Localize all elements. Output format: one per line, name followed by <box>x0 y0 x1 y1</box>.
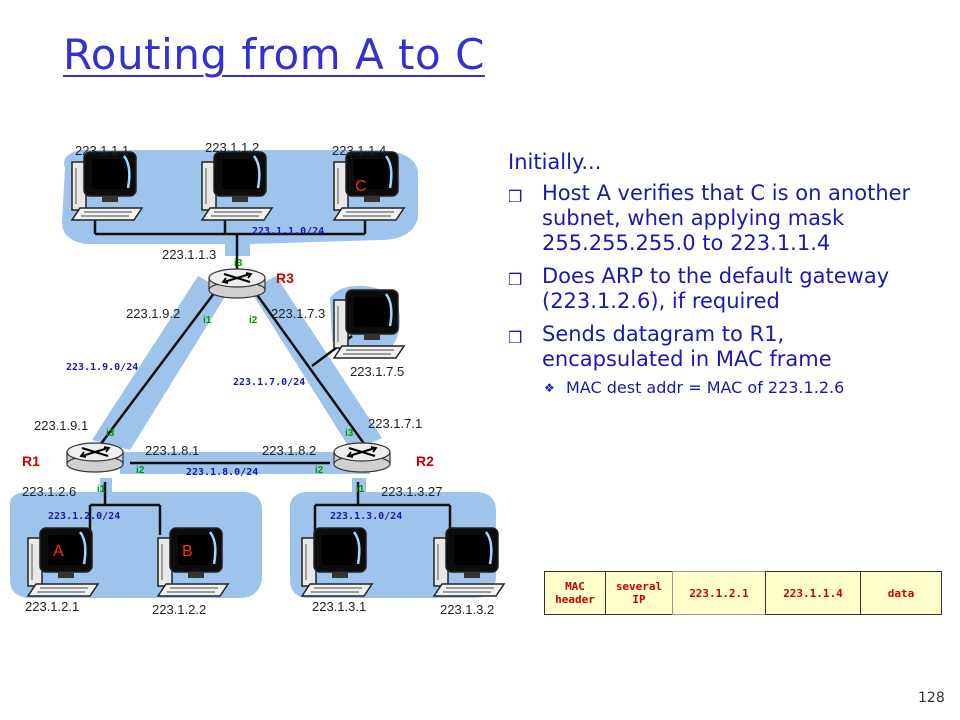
host-label: 223.1.1.4 <box>332 143 386 158</box>
bullet-item: ❒ Host A verifies that C is on another s… <box>508 181 928 256</box>
host-letter-b: B <box>182 543 193 560</box>
host-223-1-3-2-icon[interactable] <box>432 526 506 598</box>
bullet-marker-icon: ❒ <box>508 270 523 289</box>
interface-label: i3 <box>106 428 115 439</box>
bullet-item: ❒ Sends datagram to R1, encapsulated in … <box>508 322 928 372</box>
router-address: 223.1.7.3 <box>271 306 325 321</box>
host-c-icon[interactable] <box>332 150 406 222</box>
sub-bullet-text: MAC dest addr = MAC of 223.1.2.6 <box>566 378 845 397</box>
wires <box>88 215 452 535</box>
subnet-label-bottom-right: 223.1.3.0/24 <box>330 511 402 522</box>
frame-dst-ip: 223.1.1.4 <box>765 571 861 615</box>
host-223-1-7-5-icon[interactable] <box>332 288 406 360</box>
host-label: 223.1.2.1 <box>25 599 79 614</box>
router-address: 223.1.1.3 <box>162 247 216 262</box>
bullet-text: Sends datagram to R1, encapsulated in MA… <box>542 322 832 371</box>
host-label: 223.1.3.2 <box>440 602 494 617</box>
subnet-label-top: 223.1.1.0/24 <box>252 226 324 237</box>
slide-title: Routing from A to C <box>63 30 485 79</box>
slide-number: 128 <box>918 690 945 706</box>
router-r1-icon[interactable] <box>66 442 124 473</box>
host-223-1-1-2-icon[interactable] <box>200 150 274 222</box>
sub-bullet-item: ❖ MAC dest addr = MAC of 223.1.2.6 <box>508 378 928 398</box>
host-223-1-3-1-icon[interactable] <box>300 526 374 598</box>
intro-text: Initially... <box>508 150 602 174</box>
router-address: 223.1.8.1 <box>145 443 199 458</box>
interface-label: i1 <box>356 484 365 495</box>
router-address: 223.1.3.27 <box>381 484 442 499</box>
interface-label: i1 <box>97 484 106 495</box>
bullet-marker-icon: ❒ <box>508 187 523 206</box>
frame-src-ip: 223.1.2.1 <box>672 571 766 615</box>
subnet-label-right-link: 223.1.7.0/24 <box>233 377 305 388</box>
host-label: 223.1.2.2 <box>152 602 206 617</box>
sub-bullet-marker-icon: ❖ <box>544 381 555 395</box>
subnet-blob-top <box>62 150 418 256</box>
host-label: 223.1.3.1 <box>312 599 366 614</box>
host-label: 223.1.7.5 <box>350 364 404 379</box>
subnet-label-left-link: 223.1.9.0/24 <box>66 362 138 373</box>
interface-label: i3 <box>234 258 243 269</box>
router-address: 223.1.9.2 <box>126 306 180 321</box>
host-223-1-1-1-icon[interactable] <box>70 150 144 222</box>
router-address: 223.1.7.1 <box>368 416 422 431</box>
router-address: 223.1.2.6 <box>22 484 76 499</box>
host-letter-a: A <box>53 543 64 560</box>
router-r2-icon[interactable] <box>333 442 391 473</box>
subnet-label-bottom-link: 223.1.8.0/24 <box>186 467 258 478</box>
router-name-r1: R1 <box>22 453 40 469</box>
interface-label: i3 <box>345 428 354 439</box>
bullet-item: ❒ Does ARP to the default gateway (223.1… <box>508 264 928 314</box>
router-name-r2: R2 <box>416 453 434 469</box>
host-b-icon[interactable] <box>156 526 230 598</box>
host-letter-c: C <box>355 178 367 195</box>
router-name-r3: R3 <box>276 270 294 286</box>
frame-mac-header: MAC header <box>544 571 606 615</box>
bullet-text: Does ARP to the default gateway (223.1.2… <box>542 264 890 313</box>
mac-frame: MAC header several IP 223.1.2.1 223.1.1.… <box>544 571 942 615</box>
frame-data: data <box>860 571 942 615</box>
subnet-label-bottom-left: 223.1.2.0/24 <box>48 511 120 522</box>
bullet-text: Host A verifies that C is on another sub… <box>542 181 911 255</box>
frame-ip-header: several IP <box>605 571 673 615</box>
host-label: 223.1.1.1 <box>75 143 129 158</box>
interface-label: i2 <box>249 315 258 326</box>
interface-label: i2 <box>315 465 324 476</box>
bullet-marker-icon: ❒ <box>508 328 523 347</box>
interface-label: i1 <box>203 315 212 326</box>
router-address: 223.1.9.1 <box>34 418 88 433</box>
router-address: 223.1.8.2 <box>262 443 316 458</box>
host-a-icon[interactable] <box>26 526 100 598</box>
host-label: 223.1.1.2 <box>205 140 259 155</box>
explanation-text: Initially... ❒ Host A verifies that C is… <box>508 150 928 398</box>
router-r3-icon[interactable] <box>208 268 266 299</box>
interface-label: i2 <box>136 465 145 476</box>
